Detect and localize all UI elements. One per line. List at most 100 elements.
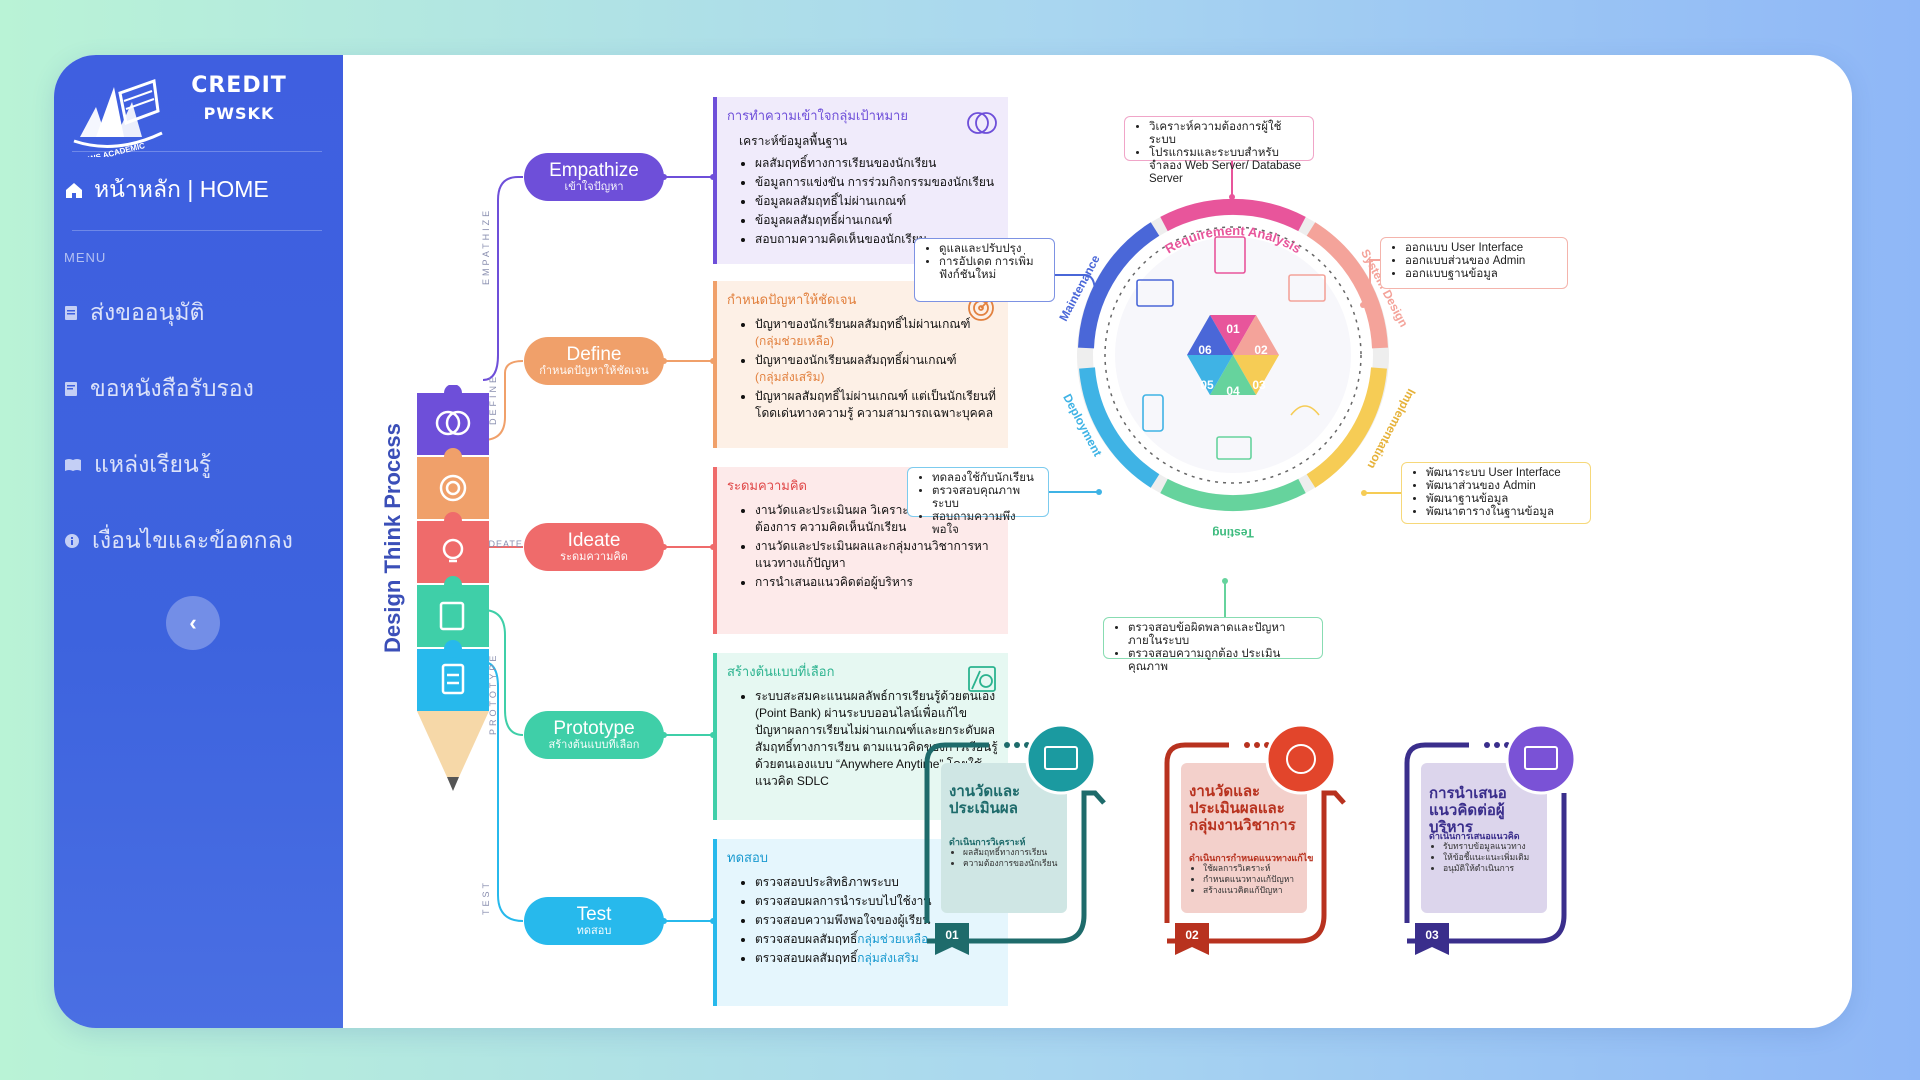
hands-gear-icon bbox=[1290, 405, 1320, 416]
stage-define[interactable]: Define กำหนดปัญหาให้ชัดเจน bbox=[524, 337, 664, 385]
step-num: 03 bbox=[1425, 928, 1439, 942]
note-item: พัฒนาฐานข้อมูล bbox=[1426, 493, 1582, 506]
list-item: สอบถามความคิดเห็นของนักเรียน bbox=[755, 231, 998, 248]
laptop-icon bbox=[1216, 436, 1252, 460]
phone-icon bbox=[1142, 394, 1164, 432]
note-item: ตรวจสอบความถูกต้อง ประเมินคุณภาพ bbox=[1128, 648, 1314, 674]
stage-sub: ระดมความคิด bbox=[560, 550, 628, 563]
step-card-02: 02 งานวัดและประเมินผลและกลุ่มงานวิชาการ … bbox=[1139, 723, 1364, 973]
presentation-icon bbox=[1136, 279, 1174, 307]
box-title: ทดสอบ bbox=[727, 850, 769, 865]
nav-item-label: เงื่อนไขและข้อตกลง bbox=[92, 527, 293, 553]
arc-deployment bbox=[1079, 367, 1160, 488]
item-text: ตรวจสอบผลสัมฤทธิ์ bbox=[755, 951, 858, 965]
note-testing: ตรวจสอบข้อผิดพลาดและปัญหาภายในระบบตรวจสอ… bbox=[1103, 617, 1323, 673]
stage-sub: สร้างต้นแบบที่เลือก bbox=[548, 738, 640, 751]
note-item: ออกแบบฐานข้อมูล bbox=[1405, 268, 1559, 281]
nav-home[interactable]: หน้าหลัก | HOME bbox=[64, 172, 269, 208]
box-test: ทดสอบ ตรวจสอบประสิทธิภาพระบบ ตรวจสอบผลกา… bbox=[713, 839, 1008, 1006]
clipboard-icon bbox=[1214, 236, 1246, 274]
note-item: ออกแบบ User Interface bbox=[1405, 242, 1559, 255]
item-text: ตรวจสอบผลสัมฤทธิ์ bbox=[755, 932, 858, 946]
sidebar: PWS ACADEMIC CREDIT PWSKK หน้าหลัก | HOM… bbox=[54, 55, 343, 1028]
note-implementation: พัฒนาระบบ User Interfaceพัฒนาส่วนของ Adm… bbox=[1401, 462, 1591, 524]
nav-item-terms[interactable]: เงื่อนไขและข้อตกลง bbox=[64, 523, 293, 559]
list-item: งานวัดและประเมินผลและกลุ่มงานวิชาการหาแน… bbox=[755, 538, 998, 572]
list-item: ข้อมูลผลสัมฤทธิ์ไม่ผ่านเกณฑ์ bbox=[755, 193, 998, 210]
app-window: PWS ACADEMIC CREDIT PWSKK หน้าหลัก | HOM… bbox=[54, 55, 1852, 1028]
item-note: (กลุ่มช่วยเหลือ) bbox=[755, 334, 835, 348]
step-title: การนำเสนอแนวคิดต่อผู้บริหาร bbox=[1429, 785, 1507, 836]
main-content: EMPATHIZE DEFINE IDEATE PROTOTYPE TEST D… bbox=[343, 55, 1852, 1028]
box-list: ผลสัมฤทธิ์ทางการเรียนของนักเรียน ข้อมูลก… bbox=[727, 155, 998, 248]
list-item: การนำเสนอแนวคิดต่อผู้บริหาร bbox=[755, 574, 998, 591]
list-item: ใช้ผลการวิเคราะห์ bbox=[1203, 863, 1294, 874]
stage-prototype[interactable]: Prototype สร้างต้นแบบที่เลือก bbox=[524, 711, 664, 759]
arc-implementation bbox=[1306, 367, 1387, 488]
phase-label: Testing bbox=[1212, 526, 1254, 540]
item-text: ปัญหาของนักเรียนผลสัมฤทธิ์ไม่ผ่านเกณฑ์ bbox=[755, 317, 971, 331]
list-item: ปัญหาของนักเรียนผลสัมฤทธิ์ไม่ผ่านเกณฑ์ (ก… bbox=[755, 316, 998, 350]
list-item: ปัญหาผลสัมฤทธิ์ไม่ผ่านเกณฑ์ แต่เป็นนักเร… bbox=[755, 388, 998, 422]
monitor-gear-icon bbox=[1044, 746, 1078, 770]
note-item: พัฒนาระบบ User Interface bbox=[1426, 467, 1582, 480]
monitor-icon bbox=[1288, 274, 1326, 302]
brand: CREDIT PWSKK bbox=[174, 73, 304, 123]
chevron-left-icon: ‹ bbox=[189, 610, 197, 635]
step-num: 02 bbox=[1185, 928, 1199, 942]
list-item: สร้างแนวคิดแก้ปัญหา bbox=[1203, 885, 1294, 896]
note-item: ทดลองใช้กับนักเรียน bbox=[932, 472, 1040, 485]
sdlc-connectors bbox=[1049, 161, 1401, 617]
box-title: ระดมความคิด bbox=[727, 478, 807, 493]
stage-name: Test bbox=[576, 903, 612, 925]
brand-line1: CREDIT bbox=[191, 73, 287, 98]
note-item: ออกแบบส่วนของ Admin bbox=[1405, 255, 1559, 268]
list-item: รับทราบข้อมูลแนวทาง bbox=[1443, 841, 1529, 852]
step-sub: ดำเนินการกำหนดแนวทางแก้ไข bbox=[1189, 853, 1314, 863]
note-item: ดูแลและปรับปรุง bbox=[939, 243, 1046, 256]
box-subtitle: เคราะห์ข้อมูลพื้นฐาน bbox=[739, 134, 848, 148]
stage-test[interactable]: Test ทดสอบ bbox=[524, 897, 664, 945]
phase-num: 03 bbox=[1252, 378, 1266, 392]
nav-item-label: ส่งขออนุมัติ bbox=[90, 299, 205, 325]
note-maintenance: ดูแลและปรับปรุงการอัปเดต การเพิ่มฟังก์ชั… bbox=[914, 238, 1055, 302]
list-item: ปัญหาของนักเรียนผลสัมฤทธิ์ผ่านเกณฑ์(กลุ่… bbox=[755, 352, 998, 386]
box-title: สร้างต้นแบบที่เลือก bbox=[727, 664, 835, 679]
nav-item-certificate[interactable]: ขอหนังสือรับรอง bbox=[64, 371, 254, 407]
step-sub: ดำเนินการวิเคราะห์ bbox=[949, 837, 1026, 847]
list-item: ตรวจสอบผลสัมฤทธิ์กลุ่มช่วยเหลือ bbox=[755, 931, 998, 948]
stage-name: Prototype bbox=[553, 717, 635, 739]
nav-item-approval[interactable]: ส่งขออนุมัติ bbox=[64, 295, 204, 331]
menu-header: MENU bbox=[64, 250, 107, 265]
brain-icon bbox=[967, 112, 997, 134]
stage-name: Empathize bbox=[549, 159, 639, 181]
note-requirement: วิเคราะห์ความต้องการผู้ใช้ระบบโปรแกรมและ… bbox=[1124, 116, 1314, 185]
stage-sub: กำหนดปัญหาให้ชัดเจน bbox=[539, 364, 649, 377]
sdlc-cycle: 01 02 03 04 05 06 Requirement Analysis S… bbox=[1056, 199, 1419, 540]
stage-empathize[interactable]: Empathize เข้าใจปัญหา bbox=[524, 153, 664, 201]
note-item: พัฒนาส่วนของ Admin bbox=[1426, 480, 1582, 493]
note-item: พัฒนาตารางในฐานข้อมูล bbox=[1426, 506, 1582, 519]
stage-sub: เข้าใจปัญหา bbox=[564, 180, 624, 193]
item-highlight: กลุ่มช่วยเหลือ bbox=[857, 932, 929, 946]
chart-target-icon bbox=[1286, 744, 1316, 774]
list-item: ให้ข้อชี้แนะแนะเพิ่มเติม bbox=[1443, 852, 1529, 863]
stage-name: Define bbox=[566, 343, 622, 365]
item-highlight: กลุ่มส่งเสริม bbox=[857, 951, 919, 965]
stage-ideate[interactable]: Ideate ระดมความคิด bbox=[524, 523, 664, 571]
step-num: 01 bbox=[945, 928, 959, 942]
arc-testing bbox=[1160, 478, 1306, 511]
collapse-sidebar-button[interactable]: ‹ bbox=[166, 596, 220, 650]
list-item: ความต้องการของนักเรียน bbox=[963, 858, 1057, 869]
book-icon bbox=[65, 459, 81, 471]
list-item: ตรวจสอบผลการนำระบบไปใช้งาน bbox=[755, 893, 998, 910]
list-item: ตรวจสอบผลสัมฤทธิ์กลุ่มส่งเสริม bbox=[755, 950, 998, 967]
box-empathize: การทำความเข้าใจกลุ่มเป้าหมาย เคราะห์ข้อม… bbox=[713, 97, 1008, 264]
note-item: การอัปเดต การเพิ่มฟังก์ชันใหม่ bbox=[939, 256, 1046, 282]
phase-num: 02 bbox=[1254, 343, 1268, 357]
note-item: วิเคราะห์ความต้องการผู้ใช้ระบบ bbox=[1149, 121, 1305, 147]
note-deployment: ทดลองใช้กับนักเรียนตรวจสอบคุณภาพระบบสอบถ… bbox=[907, 467, 1049, 536]
divider bbox=[72, 151, 322, 152]
nav-item-learning[interactable]: แหล่งเรียนรู้ bbox=[64, 447, 211, 483]
step-title: งานวัดและประเมินผลและกลุ่มงานวิชาการ bbox=[1189, 783, 1296, 834]
